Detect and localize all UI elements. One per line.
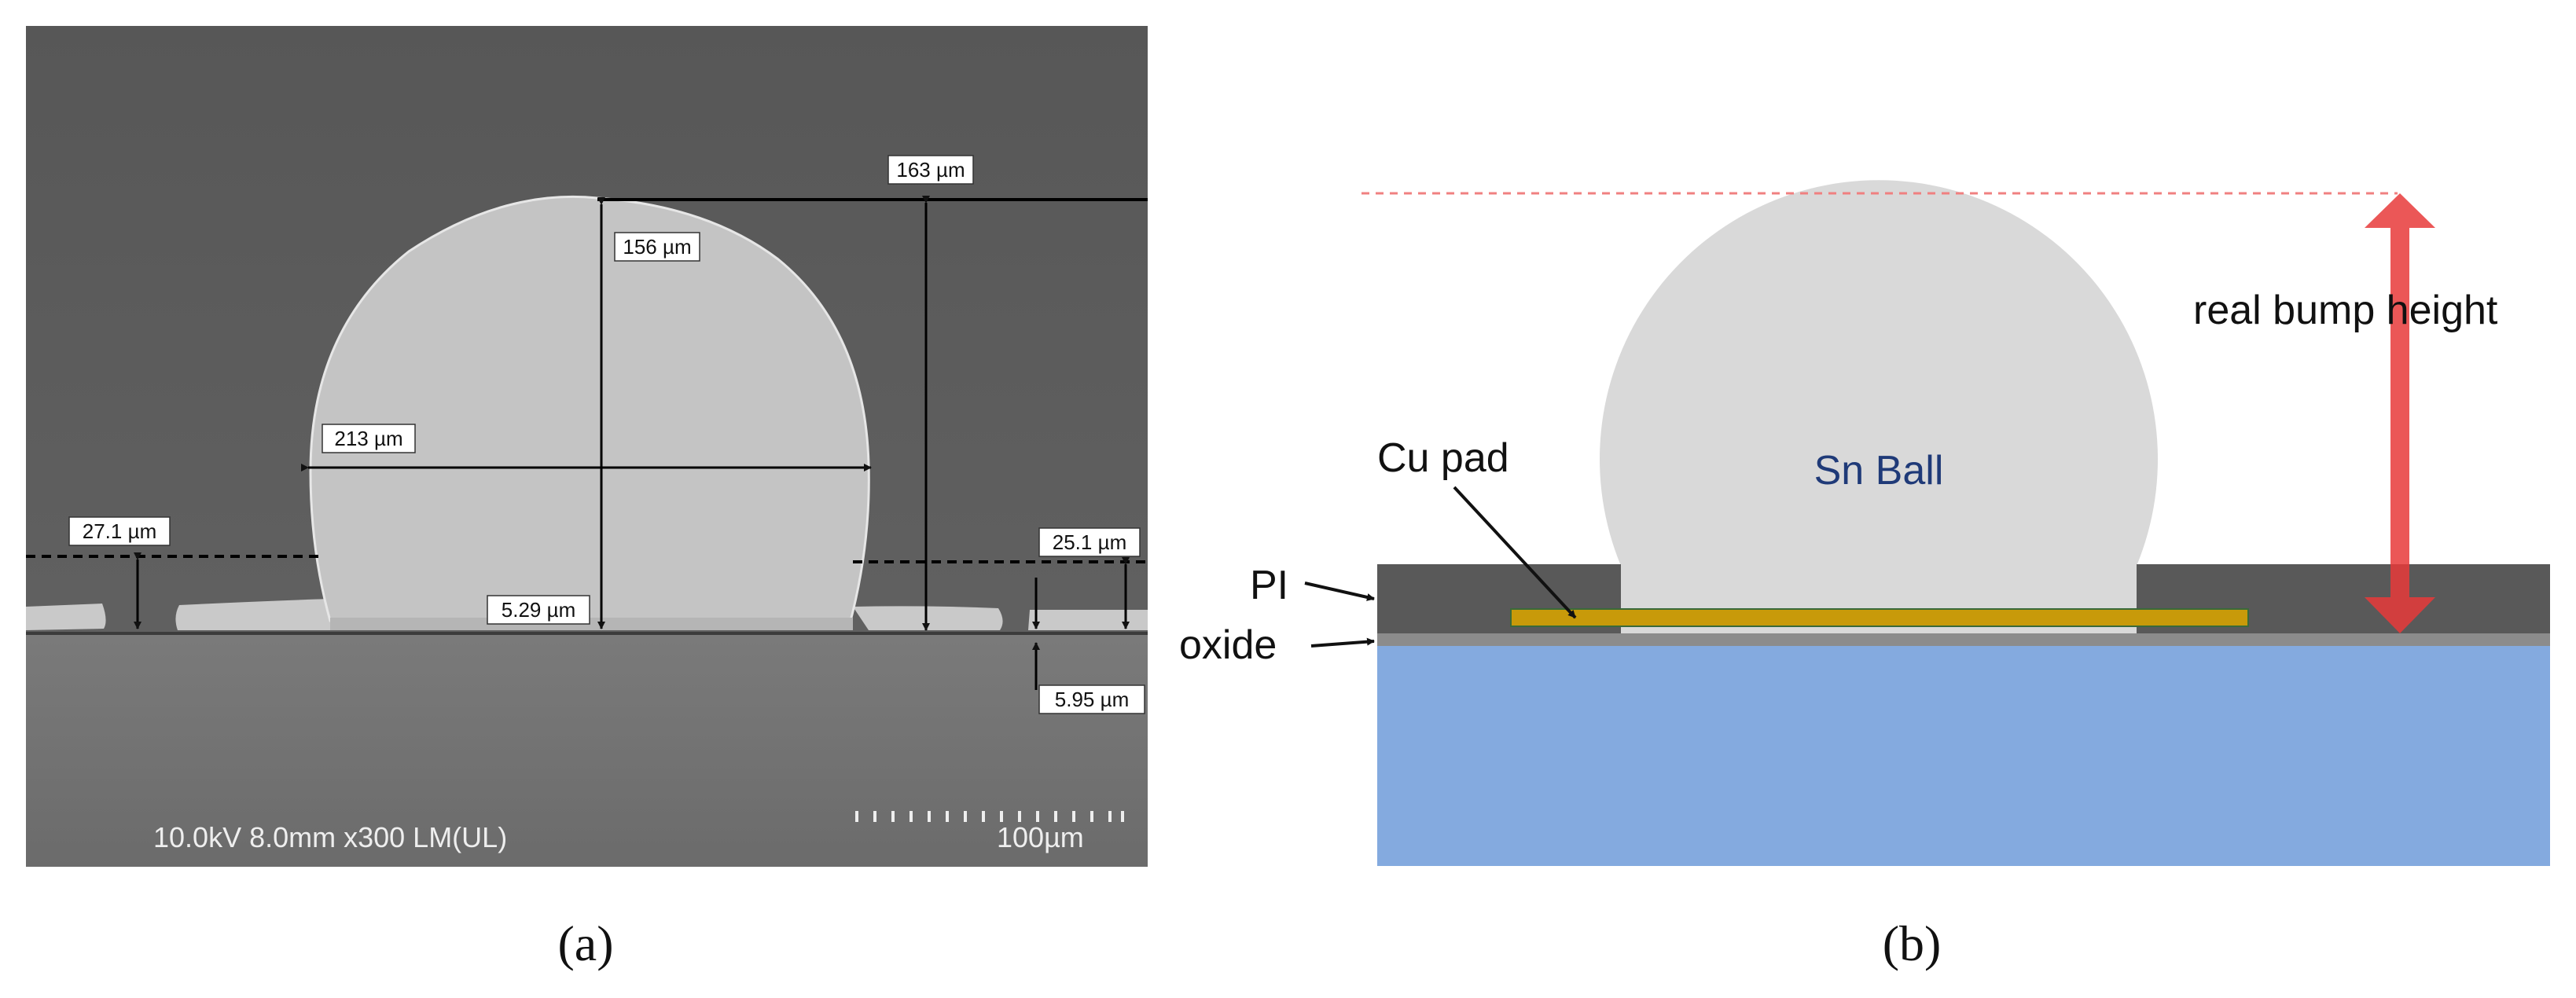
cu-pad-pointer — [1453, 486, 1577, 619]
oxide-layer — [1377, 633, 2550, 646]
label-ball-width: 213 µm — [322, 424, 416, 453]
label-oxide: 5.95 µm — [1038, 684, 1145, 714]
pi-pointer — [1304, 582, 1375, 601]
svg-text:27.1 µm: 27.1 µm — [83, 519, 156, 543]
sem-info-text: 10.0kV 8.0mm x300 LM(UL) — [153, 821, 507, 853]
svg-text:213 µm: 213 µm — [334, 427, 402, 450]
oxide-label: oxide — [1179, 622, 1277, 668]
caption-b: (b) — [1883, 915, 1942, 971]
pi-right-segment — [853, 606, 1003, 630]
sn-ball-label: Sn Ball — [1814, 448, 1944, 493]
label-ball-height: 156 µm — [614, 232, 700, 262]
sem-pad — [330, 618, 853, 630]
oxide-pointer — [1310, 637, 1375, 648]
label-total-height: 163 µm — [887, 155, 974, 185]
svg-text:5.95 µm: 5.95 µm — [1055, 688, 1129, 711]
panel-b-schematic: Sn Ball Cu pad PI oxide real bump height — [1179, 180, 2550, 866]
pi-left-segment — [26, 604, 106, 630]
scale-bar-label: 100µm — [997, 821, 1084, 853]
caption-a: (a) — [557, 915, 613, 971]
label-left-pi: 27.1 µm — [68, 516, 171, 546]
panel-a-sem-image: 163 µm 156 µm 213 µm 27.1 µm 25.1 µm 5.2… — [26, 26, 1148, 867]
cu-pad — [1510, 608, 2249, 627]
scale-bar-ticks — [855, 811, 1124, 822]
solder-ball — [1599, 180, 2158, 634]
cu-pad-label: Cu pad — [1377, 435, 1509, 481]
label-pad: 5.29 µm — [487, 595, 590, 625]
label-right-pi: 25.1 µm — [1038, 527, 1141, 557]
svg-text:156 µm: 156 µm — [623, 235, 691, 259]
svg-text:163 µm: 163 µm — [896, 158, 965, 182]
real-bump-height-arrow — [2365, 193, 2435, 633]
pi-label: PI — [1250, 563, 1288, 608]
real-bump-height-label: real bump height — [2193, 288, 2498, 333]
substrate — [1377, 646, 2550, 866]
pi-mid-segment — [175, 599, 330, 630]
svg-text:25.1 µm: 25.1 µm — [1053, 530, 1126, 554]
svg-text:5.29 µm: 5.29 µm — [502, 598, 575, 622]
sem-substrate — [26, 635, 1148, 867]
pi-far-right-segment — [1028, 610, 1148, 630]
